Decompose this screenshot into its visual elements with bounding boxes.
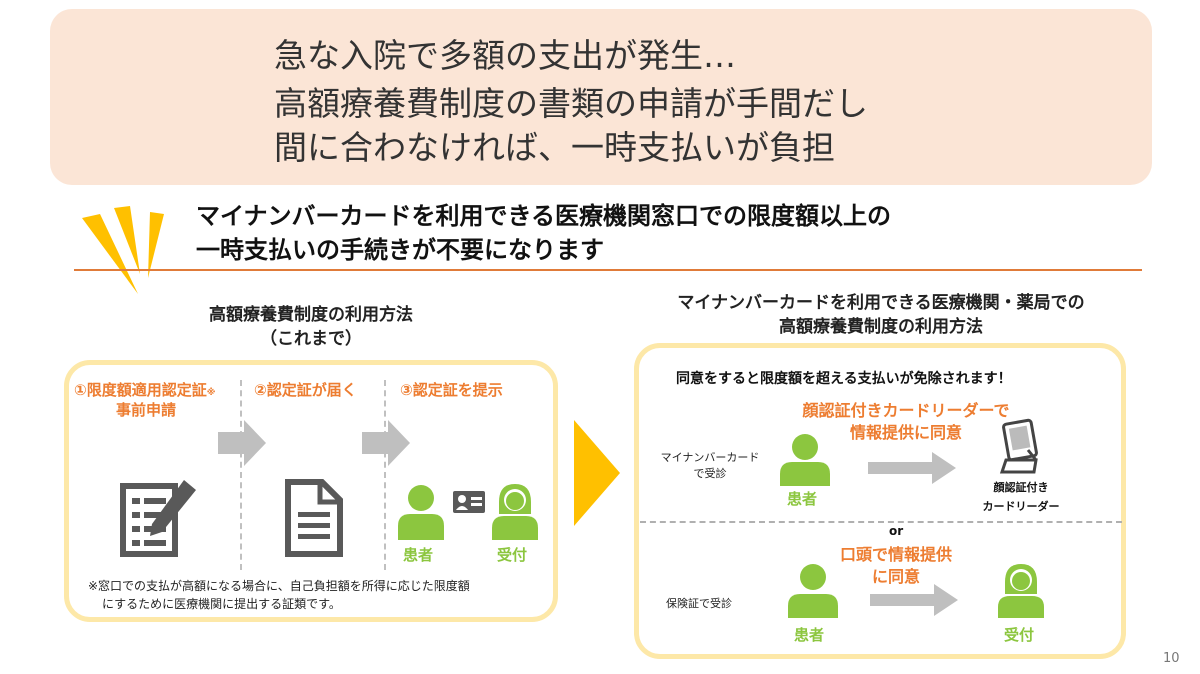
or-separator: or xyxy=(889,524,904,538)
transition-arrow-icon xyxy=(574,420,620,526)
headline-line-2: 一時支払いの手続きが不要になります xyxy=(196,236,604,264)
step-1-label: ①限度額適用認定証※ xyxy=(74,380,215,403)
insurance-patient-icon xyxy=(788,564,838,618)
device-label-1: 顔認証付き xyxy=(993,481,1049,494)
card-visit-label-1: マイナンバーカード xyxy=(660,451,760,464)
step-arrow-icon-2 xyxy=(362,420,410,466)
orange-divider xyxy=(74,269,1142,271)
id-card-icon xyxy=(453,491,485,513)
left-panel-title-2: （これまで） xyxy=(260,329,362,349)
step-arrow-icon-1 xyxy=(218,420,266,466)
footnote-line-1: ※窓口での支払が高額になる場合に、自己負担額を所得に応じた限度額 xyxy=(88,579,470,593)
reception-label: 受付 xyxy=(497,546,528,564)
card-flow-arrow-icon xyxy=(868,452,956,484)
verbal-consent-1: 口頭で情報提供 xyxy=(839,545,952,564)
step-1-mark: ※ xyxy=(206,388,216,398)
reader-consent-1: 顔認証付きカードリーダーで xyxy=(802,401,1010,420)
insurance-receptionist-icon xyxy=(998,564,1044,618)
verbal-consent-2: に同意 xyxy=(871,567,920,586)
card-reader-icon xyxy=(999,418,1038,474)
banner-line-1: 急な入院で多額の支出が発生… xyxy=(274,36,736,75)
application-form-icon xyxy=(120,480,196,557)
step-2-label: ②認定証が届く xyxy=(254,381,357,399)
card-patient-icon xyxy=(780,434,830,486)
banner-line-2: 高額療養費制度の書類の申請が手間だし xyxy=(274,84,868,123)
device-label-2: カードリーダー xyxy=(982,500,1060,513)
step-3-label: ③認定証を提示 xyxy=(400,381,503,399)
consent-message: 同意をすると限度額を超える支払いが免除されます！ xyxy=(676,371,1012,387)
reader-consent-2: 情報提供に同意 xyxy=(849,423,962,442)
page-number: 10 xyxy=(1163,651,1180,666)
headline-line-1: マイナンバーカードを利用できる医療機関窓口での限度額以上の xyxy=(196,202,892,230)
right-panel-title-1: マイナンバーカードを利用できる医療機関・薬局での xyxy=(677,293,1085,313)
card-visit-label-2: で受診 xyxy=(693,467,727,480)
insurance-flow-arrow-icon xyxy=(870,584,958,616)
insurance-visit-label: 保険証で受診 xyxy=(666,597,732,610)
footnote-line-2: にするために医療機関に提出する証類です。 xyxy=(102,597,341,611)
right-panel-title-2: 高額療養費制度の利用方法 xyxy=(779,317,983,337)
right-panel-box xyxy=(634,343,1126,659)
burst-lines-icon xyxy=(82,206,164,294)
left-panel-title-1: 高額療養費制度の利用方法 xyxy=(209,305,413,325)
insurance-patient-label: 患者 xyxy=(794,626,825,644)
patient-icon xyxy=(398,485,444,540)
step-1-sub: 事前申請 xyxy=(116,401,177,419)
step-divider-2 xyxy=(384,380,386,570)
banner-line-3: 間に合わなければ、一時支払いが負担 xyxy=(274,128,835,167)
top-banner xyxy=(50,9,1152,185)
card-patient-label: 患者 xyxy=(787,490,818,508)
patient-label: 患者 xyxy=(403,546,434,564)
step-divider-1 xyxy=(240,380,242,570)
document-icon xyxy=(285,479,343,557)
receptionist-icon xyxy=(492,484,538,540)
path-divider xyxy=(640,521,1122,523)
step-1-main: ①限度額適用認定証 xyxy=(74,381,207,399)
insurance-reception-label: 受付 xyxy=(1004,626,1035,644)
